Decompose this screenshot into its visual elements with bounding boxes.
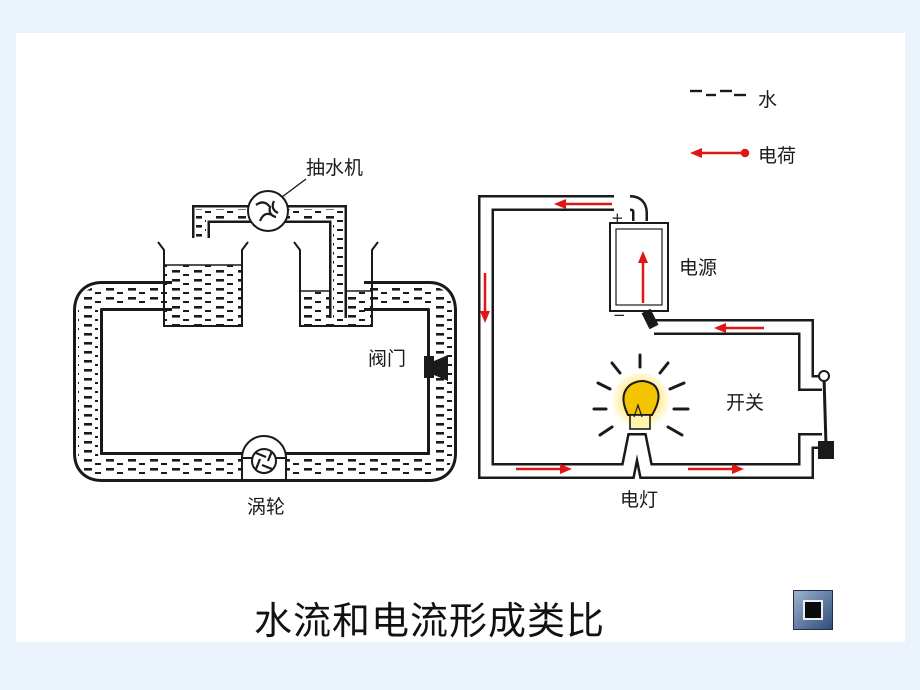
analogy-diagram xyxy=(73,89,834,482)
charge-arrow-left xyxy=(480,273,490,323)
charge-arrow-bottom-right xyxy=(688,464,744,474)
water-legend-icon xyxy=(690,89,746,97)
charge-arrow-bottom-left xyxy=(516,464,572,474)
lamp-label: 电灯 xyxy=(620,489,659,511)
charge-legend-icon xyxy=(690,148,750,158)
battery-minus-label: − xyxy=(613,306,626,324)
turbine-label: 涡轮 xyxy=(247,496,286,518)
electric-circuit xyxy=(478,195,834,479)
water-legend-label: 水 xyxy=(758,89,778,111)
power-source-label: 电源 xyxy=(679,257,718,279)
left-beaker xyxy=(157,241,249,327)
legend xyxy=(690,89,750,158)
right-beaker xyxy=(293,241,379,327)
slide-title: 水流和电流形成类比 xyxy=(254,599,606,643)
battery-plus-label: + xyxy=(611,209,624,227)
charge-arrow-right xyxy=(714,323,764,333)
valve-icon xyxy=(424,355,448,381)
charge-arrows xyxy=(480,199,764,474)
switch-label: 开关 xyxy=(726,392,765,414)
lamp-icon xyxy=(592,353,690,437)
charge-arrow-battery xyxy=(638,251,648,303)
stop-button-icon[interactable] xyxy=(793,590,833,630)
turbine-icon xyxy=(241,435,287,481)
valve-label: 阀门 xyxy=(368,348,407,370)
pump-label: 抽水机 xyxy=(306,157,364,179)
charge-arrow-top xyxy=(554,199,612,209)
switch-icon[interactable] xyxy=(818,370,834,459)
stop-square xyxy=(803,600,823,620)
power-source-icon xyxy=(609,222,669,330)
charge-legend-label: 电荷 xyxy=(758,145,797,167)
slide: 水 电荷 抽水机 阀门 涡轮 电源 + − 开关 电灯 水流和电流形成类比 xyxy=(16,33,905,643)
pump-icon xyxy=(247,190,289,232)
water-circuit xyxy=(73,178,457,482)
